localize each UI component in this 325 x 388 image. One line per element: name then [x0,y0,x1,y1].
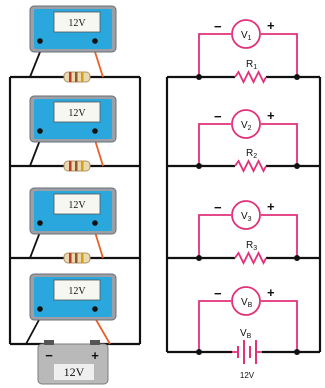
meter-4-minus: − [214,286,222,301]
battery-symbol [232,340,262,364]
pictorial-circuit: 12V 12V 12V [8,5,142,385]
meter-terminal-negative [37,38,43,44]
voltmeter-symbol-4: VB [231,286,261,316]
voltmeter-symbol-2: V2 [231,109,261,139]
voltmeter-label-3: V3 [241,211,252,223]
meter-1-plus: + [267,18,275,33]
meter-terminal-positive [92,220,98,226]
resistor-symbol-3 [234,250,267,266]
meter-3-plus: + [267,199,275,214]
meter-1-minus: − [214,19,222,34]
battery-value-label: 12V [240,371,255,380]
battery-negative-sign: − [45,348,53,363]
meter-reading-2: 12V [68,108,86,119]
resistor-symbol-1 [234,69,267,85]
meter-terminal-positive [92,306,98,312]
voltmeter-device-3: 12V [29,187,117,259]
battery-symbol-label: VB [240,328,252,340]
meter-terminal-positive [92,38,98,44]
resistor-label-1: R1 [246,59,257,71]
meter-reading-4: 12V [68,286,86,297]
meter-2-minus: − [214,109,222,124]
meter-3-minus: − [214,200,222,215]
meter-reading-3: 12V [68,200,86,211]
voltmeter-label-4: VB [241,297,253,309]
resistor-component-2 [63,160,91,172]
voltmeter-symbol-3: V3 [231,200,261,230]
battery-label: 12V [64,365,85,379]
resistor-label-3: R3 [246,240,257,252]
voltmeter-symbol-1: V1 [231,19,261,49]
resistor-component-3 [63,252,91,264]
voltmeter-label-1: V1 [241,30,252,42]
meter-terminal-negative [37,306,43,312]
battery-positive-sign: + [91,348,99,363]
battery-device: − + 12V [37,340,109,385]
meter-reading-1: 12V [68,18,86,29]
meter-terminal-negative [37,220,43,226]
meter-2-plus: + [267,108,275,123]
voltmeter-device-1: 12V [29,5,117,78]
resistor-symbol-2 [234,158,267,174]
resistor-label-2: R2 [246,148,257,160]
voltmeter-device-4: 12V [25,273,117,345]
meter-terminal-positive [92,128,98,134]
meter-terminal-negative [37,128,43,134]
schematic-circuit: R1 V1 − + R2 V2 − + R3 [165,18,322,380]
voltmeter-label-2: V2 [241,120,252,132]
voltmeter-device-2: 12V [29,95,117,167]
resistor-component-1 [63,71,91,83]
meter-4-plus: + [267,285,275,300]
